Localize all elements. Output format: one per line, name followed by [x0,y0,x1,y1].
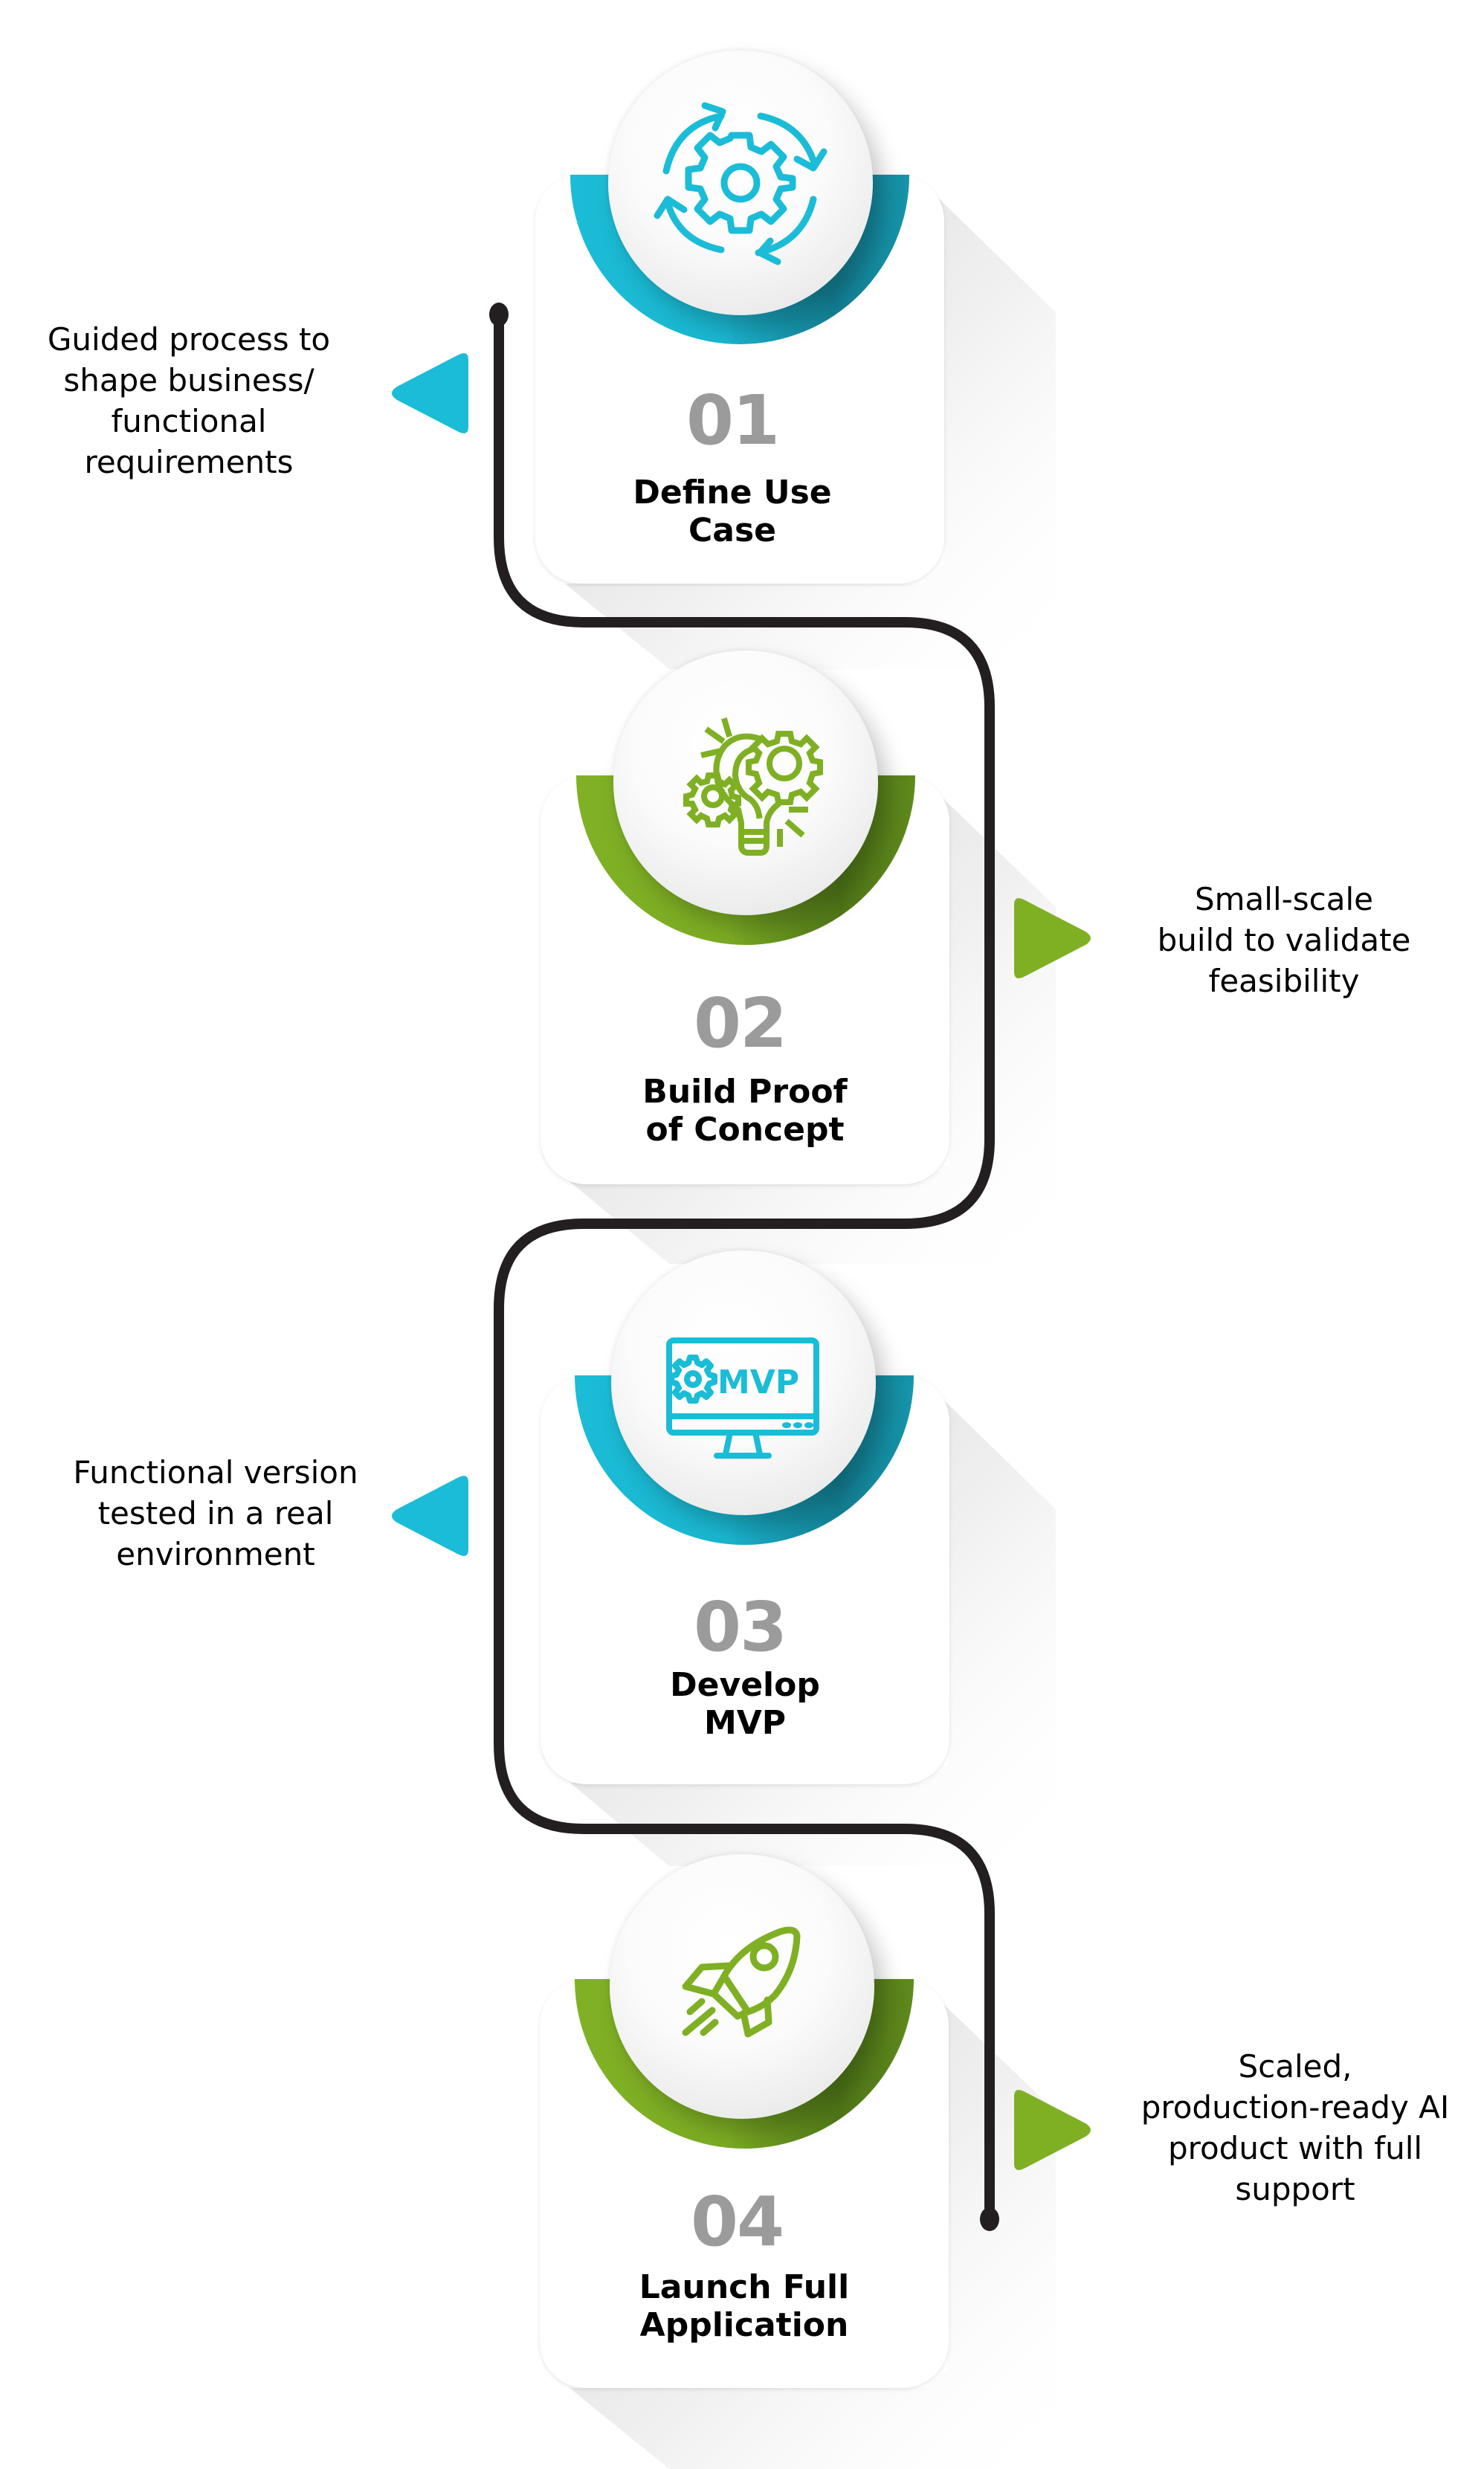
path-start-dot [489,303,509,326]
pointer-left-icon [392,353,468,433]
step-title: Develop MVP [670,1666,820,1742]
step-number: 01 [685,381,780,460]
icon-disc [610,1854,874,2119]
step-number: 03 [693,1587,787,1667]
step-title: Launch Full Application [639,2268,850,2344]
path-end-dot [980,2207,999,2231]
lightbulb-gears-icon [683,717,823,856]
icon-disc: MVP [611,1250,876,1515]
step-title: Define Use Case [633,474,832,549]
pointer-right-icon [1014,898,1091,978]
step-description: Scaled, production-ready AI product with… [1141,2048,1450,2207]
step-number: 04 [690,2182,784,2262]
rocket-icon [682,1926,801,2038]
mvp-monitor-icon: MVP [666,1337,819,1459]
svg-text:MVP: MVP [717,1363,799,1401]
icon-disc [608,51,873,315]
step-title: Build Proof of Concept [642,1073,848,1149]
pointer-left-icon [392,1476,468,1556]
step-description: Small-scale build to validate feasibilit… [1157,881,1411,999]
step-number: 02 [693,984,787,1063]
step-description: Functional version tested in a real envi… [73,1454,358,1572]
step-description: Guided process to shape business/ functi… [47,321,331,480]
icon-disc [613,651,878,915]
pointer-right-icon [1014,2090,1091,2170]
gear-cycle-icon [654,102,828,265]
